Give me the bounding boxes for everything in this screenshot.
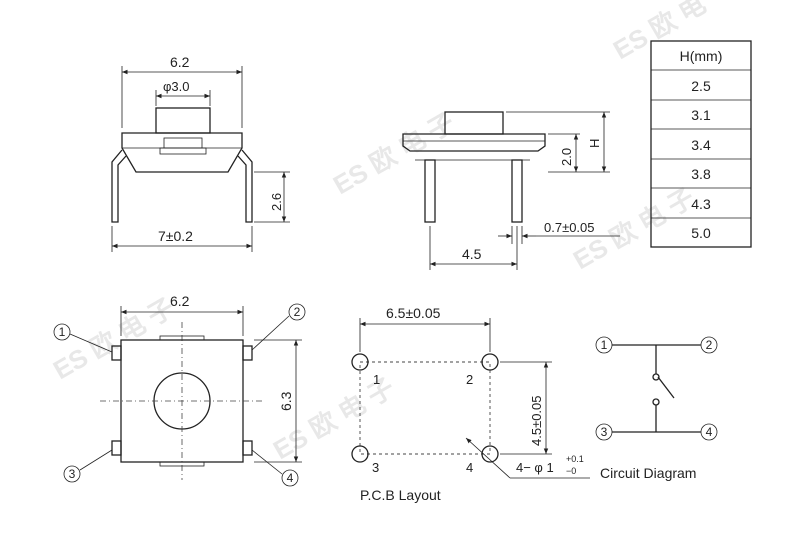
watermark-text: ES 欧 电 子 (328, 107, 459, 200)
pcb-hole-4 (481, 445, 499, 463)
table-cell: 5.0 (691, 225, 711, 241)
terminal-1 (111, 345, 122, 361)
dim-pin-width: 0.7±0.05 (544, 220, 595, 235)
circuit-pin-1: 1 (601, 338, 608, 352)
pcb-pin-2: 2 (466, 372, 473, 387)
watermark: ES 欧 电 子 ES 欧 电 ES 欧 电 子 ES 欧 电 子 ES 欧 电… (48, 0, 711, 465)
front-body (121, 132, 243, 173)
pin-label-3: 3 (69, 467, 76, 481)
table-cell: 3.1 (691, 107, 711, 123)
pcb-hole-3 (351, 445, 369, 463)
pcb-hole-2 (481, 353, 499, 371)
front-button (155, 107, 211, 134)
pin-label-2: 2 (294, 305, 301, 319)
front-lead-right (237, 149, 253, 223)
pcb-pin-3: 3 (372, 460, 379, 475)
side-view: 2.0 H 0.7±0.05 4.5 (402, 111, 620, 270)
side-lead-right (511, 159, 523, 223)
dim-hole-tol-minus: −0 (566, 466, 576, 476)
circuit-caption: Circuit Diagram (600, 465, 696, 481)
dim-pin-pitch: 4.5 (462, 246, 482, 262)
table-cell: 4.3 (691, 196, 711, 212)
pcb-hole-1 (351, 353, 369, 371)
pcb-layout: 1 2 3 4 6.5±0.05 4.5±0.05 4− φ 1 +0.1 −0… (351, 305, 590, 503)
terminal-2 (242, 345, 253, 361)
circuit-pin-2: 2 (706, 338, 713, 352)
top-view: 6.2 6.3 1 2 3 4 (53, 293, 306, 487)
dim-pcb-width: 6.5±0.05 (386, 305, 441, 321)
dim-bottom-height: 6.3 (278, 391, 294, 411)
dim-total-height: H (587, 139, 602, 148)
dim-hole-dia: 4− φ 1 (516, 460, 554, 475)
terminal-3 (111, 440, 122, 456)
circuit-diagram: 1 2 3 4 Circuit Diagram (595, 336, 718, 481)
dim-cap-height: 2.0 (559, 148, 574, 166)
side-lead-left (424, 159, 436, 223)
circuit-pin-3: 3 (601, 425, 608, 439)
dim-pcb-height: 4.5±0.05 (529, 395, 544, 446)
table-header: H(mm) (680, 48, 723, 64)
front-lead-left (111, 149, 127, 223)
dim-body-width: 7±0.2 (158, 228, 193, 244)
pin-label-4: 4 (287, 471, 294, 485)
pcb-caption: P.C.B Layout (360, 487, 441, 503)
switch-lever (657, 376, 675, 399)
dim-bottom-width: 6.2 (170, 293, 190, 309)
switch-contact-bottom (652, 398, 660, 406)
height-table: H(mm) 2.5 3.1 3.4 3.8 4.3 5.0 (650, 40, 752, 248)
table-cell: 3.8 (691, 166, 711, 182)
circuit-pin-4: 4 (706, 425, 713, 439)
dim-hole-tol-plus: +0.1 (566, 454, 584, 464)
front-view: 6.2 φ3.0 2.6 7±0.2 (111, 54, 290, 252)
pcb-pin-1: 1 (373, 372, 380, 387)
dim-top-width: 6.2 (170, 54, 190, 70)
switch-contact-top (652, 373, 660, 381)
terminal-4 (242, 440, 253, 456)
pcb-pin-4: 4 (466, 460, 473, 475)
table-cell: 3.4 (691, 137, 711, 153)
dim-lead-height: 2.6 (269, 193, 284, 211)
table-cell: 2.5 (691, 78, 711, 94)
side-body (402, 133, 546, 152)
pin-label-1: 1 (59, 325, 66, 339)
dim-button-diameter: φ3.0 (163, 79, 190, 94)
